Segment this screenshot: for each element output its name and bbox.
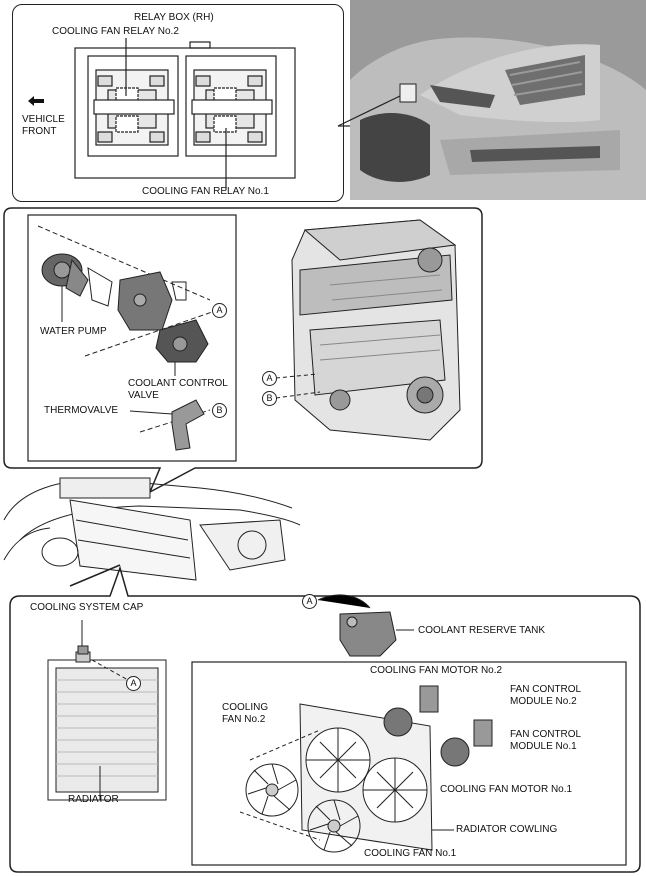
cooling-fan-relay-no1-label: COOLING FAN RELAY No.1 bbox=[142, 186, 269, 197]
engine-reference-marker-a: A bbox=[262, 371, 277, 386]
coolant-reserve-tank-drawing bbox=[317, 594, 414, 657]
radiator-label: RADIATOR bbox=[68, 794, 119, 805]
coolant-control-valve-label-line2: VALVE bbox=[128, 390, 159, 401]
cooling-system-cap-label: COOLING SYSTEM CAP bbox=[30, 602, 144, 613]
car-front-illustration bbox=[337, 0, 646, 200]
fan-assembly-drawing bbox=[239, 685, 493, 853]
coolant-control-valve-label-line1: COOLANT CONTROL bbox=[128, 378, 228, 389]
reference-marker-a: A bbox=[212, 303, 227, 318]
cooling-fan-motor-no2-label: COOLING FAN MOTOR No.2 bbox=[370, 665, 503, 676]
reference-marker-b: B bbox=[212, 403, 227, 418]
vehicle-front-label-line1: VEHICLE bbox=[22, 114, 65, 125]
fan-control-module-no2-label-line2: MODULE No.2 bbox=[510, 696, 577, 707]
fan-control-module-no1-label-line1: FAN CONTROL bbox=[510, 729, 582, 740]
vehicle-front-view-drawing bbox=[3, 477, 301, 587]
cooling-fan-no2-label-line1: COOLING bbox=[222, 702, 269, 713]
fan-control-module-no2-label-line1: FAN CONTROL bbox=[510, 684, 582, 695]
engine-block-drawing bbox=[275, 219, 461, 441]
relay-box-drawing bbox=[74, 38, 296, 190]
engine-reference-marker-b: B bbox=[262, 391, 277, 406]
radiator-drawing bbox=[47, 620, 167, 801]
engine-panel-outline bbox=[3, 207, 483, 494]
cooling-parts-drawing bbox=[37, 225, 213, 451]
water-pump-label: WATER PUMP bbox=[40, 326, 107, 337]
relay-box-title: RELAY BOX (RH) bbox=[134, 12, 214, 23]
cooling-fan-relay-no2-label: COOLING FAN RELAY No.2 bbox=[52, 26, 179, 37]
radiator-panel-outline bbox=[9, 565, 641, 873]
radiator-reference-marker-a: A bbox=[126, 676, 141, 691]
tank-reference-marker-a: A bbox=[302, 594, 317, 609]
radiator-cowling-label: RADIATOR COWLING bbox=[456, 824, 558, 835]
cooling-fan-no1-label: COOLING FAN No.1 bbox=[364, 848, 457, 859]
fan-control-module-no1-label-line2: MODULE No.1 bbox=[510, 741, 577, 752]
vehicle-front-label-line2: FRONT bbox=[22, 126, 57, 137]
cooling-fan-no2-label-line2: FAN No.2 bbox=[222, 714, 266, 725]
cooling-fan-motor-no1-label: COOLING FAN MOTOR No.1 bbox=[440, 784, 573, 795]
cooling-parts-inset bbox=[27, 214, 237, 462]
thermovalve-label: THERMOVALVE bbox=[44, 405, 119, 416]
coolant-reserve-tank-label: COOLANT RESERVE TANK bbox=[418, 625, 546, 636]
fan-assembly-inset bbox=[191, 661, 627, 866]
arrow-left-icon bbox=[28, 96, 44, 106]
